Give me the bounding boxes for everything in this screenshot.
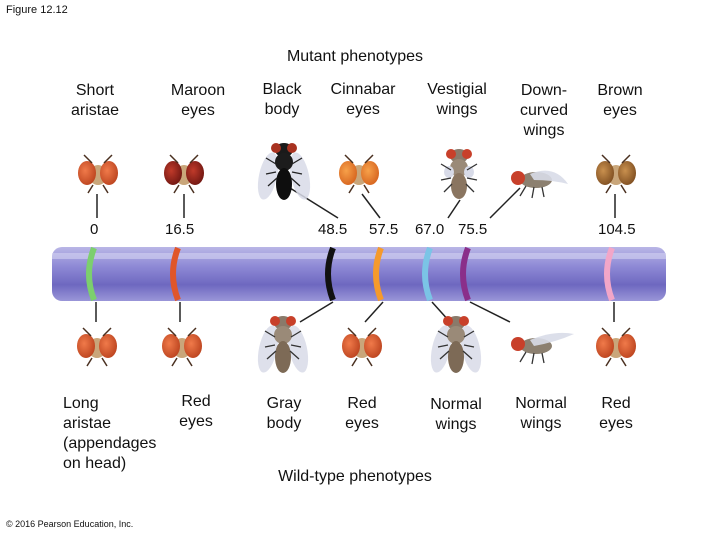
label-brown-eyes: Brown eyes — [597, 82, 643, 119]
label-gray-body: Gray body — [266, 395, 302, 432]
band-vestigial-wings — [422, 246, 433, 302]
position-16-5: 16.5 — [165, 221, 195, 238]
copyright-text: © 2016 Pearson Education, Inc. — [6, 519, 134, 529]
chromosome — [52, 247, 666, 301]
label-maroon-eyes: Maroon eyes — [170, 82, 226, 119]
label-red-eyes-3: Red eyes — [599, 395, 633, 432]
mutant-phenotypes-heading: Mutant phenotypes — [286, 48, 424, 65]
fly-downcurved-wings-icon — [511, 170, 568, 199]
position-75-5: 75.5 — [458, 221, 488, 238]
fly-head-cinnabar-eyes-icon — [338, 154, 380, 194]
position-48-5: 48.5 — [318, 221, 348, 238]
band-maroon-eyes — [170, 246, 181, 302]
position-0: 0 — [90, 221, 99, 238]
fly-head-short-aristae-icon — [77, 154, 119, 194]
band-black-body — [325, 246, 336, 302]
label-black-body: Black body — [262, 81, 302, 118]
label-red-eyes-2: Red eyes — [345, 395, 379, 432]
fly-head-red-eyes-3-icon — [595, 327, 637, 367]
fly-head-maroon-eyes-icon — [163, 154, 205, 194]
fly-normal-wings-side-icon — [511, 332, 574, 365]
position-67-0: 67.0 — [415, 221, 445, 238]
figure-label: Figure 12.12 — [6, 4, 68, 16]
position-57-5: 57.5 — [369, 221, 399, 238]
label-red-eyes-1: Red eyes — [179, 393, 213, 430]
band-brown-eyes — [604, 246, 615, 302]
label-downcurved-wings: Down- curved wings — [519, 82, 569, 139]
fly-black-body-icon — [257, 143, 311, 200]
fly-head-brown-eyes-icon — [595, 154, 637, 194]
fly-head-red-eyes-1-icon — [161, 327, 203, 367]
label-long-aristae: Long aristae (appendages on head) — [63, 395, 157, 472]
fly-vestigial-wings-icon — [440, 149, 478, 199]
label-short-aristae: Short aristae — [70, 82, 120, 119]
label-normal-wings-1: Normal wings — [430, 396, 482, 433]
label-vestigial-wings: Vestigial wings — [427, 81, 487, 118]
label-cinnabar-eyes: Cinnabar eyes — [330, 81, 396, 118]
connector-lines-bottom — [95, 301, 615, 323]
fly-normal-wings-icon — [430, 316, 482, 373]
label-normal-wings-2: Normal wings — [515, 395, 567, 432]
connector-lines-top — [96, 187, 616, 219]
band-downcurved-wings — [460, 246, 471, 302]
position-104-5: 104.5 — [598, 221, 636, 238]
wildtype-phenotypes-heading: Wild-type phenotypes — [278, 468, 432, 485]
fly-gray-body-icon — [257, 316, 309, 373]
fly-head-long-aristae-icon — [76, 327, 118, 367]
band-cinnabar-eyes — [373, 246, 384, 302]
band-short-aristae — [86, 246, 97, 302]
fly-head-red-eyes-2-icon — [341, 327, 383, 367]
